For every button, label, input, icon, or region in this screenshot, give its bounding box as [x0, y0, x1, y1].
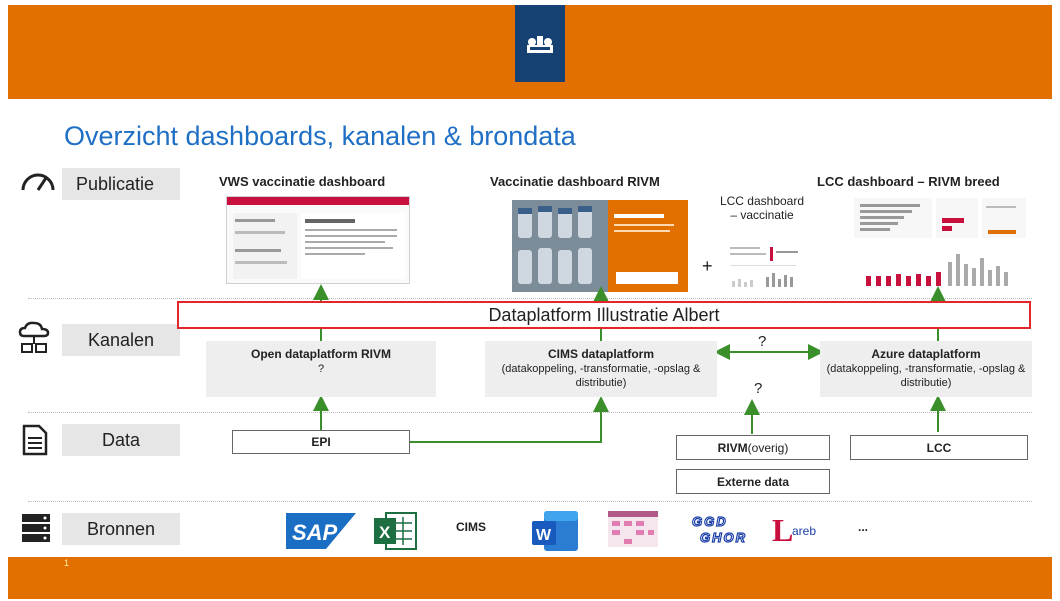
cloud-network-icon — [18, 320, 50, 361]
svg-text:L: L — [772, 512, 793, 547]
server-icon — [20, 512, 52, 553]
azure-dataplatform-box: Azure dataplatform (datakoppeling, -tran… — [820, 341, 1032, 397]
data-box-externe-data: Externe data — [676, 469, 830, 494]
row-label-kanalen: Kanalen — [62, 324, 180, 356]
excel-icon: X — [372, 511, 418, 556]
separator — [28, 501, 1032, 502]
dataplatform-frame: Dataplatform Illustratie Albert — [177, 301, 1031, 329]
row-label-bronnen: Bronnen — [62, 513, 180, 545]
separator — [28, 298, 1032, 299]
crest-icon — [527, 35, 553, 53]
data-box-epi: EPI — [232, 430, 410, 454]
rivm-dashboard-thumbnail — [512, 200, 688, 292]
sap-text: SAP — [292, 520, 338, 545]
spreadsheet-source-thumbnail — [608, 511, 658, 552]
dashboard-title-lcc-vaccinatie: LCC dashboard – vaccinatie — [719, 194, 805, 222]
word-icon: W — [530, 509, 580, 558]
rijksoverheid-logo — [515, 5, 565, 82]
azure-dataplatform-title: Azure dataplatform — [871, 347, 981, 361]
excel-text: X — [379, 523, 391, 542]
open-dataplatform-title: Open dataplatform RIVM — [250, 347, 391, 361]
azure-dataplatform-sub: (datakoppeling, -transformatie, -opslag … — [826, 363, 1026, 389]
dashboard-title-vws: VWS vaccinatie dashboard — [219, 174, 386, 189]
data-box-lcc: LCC — [850, 435, 1028, 460]
footer-bar — [8, 557, 1052, 599]
lcc-breed-thumbnail — [852, 196, 1028, 290]
data-box-rivm-overig: RIVM (overig) — [676, 435, 830, 460]
lareb-logo: L areb — [772, 511, 820, 552]
dashboard-title-rivm: Vaccinatie dashboard RIVM — [490, 174, 660, 189]
lcc-vaccinatie-thumbnail — [726, 243, 802, 289]
slide-title: Overzicht dashboards, kanalen & brondata — [64, 121, 576, 151]
svg-text:areb: areb — [792, 524, 816, 538]
question-mark: ? — [754, 380, 763, 397]
cims-dataplatform-title: CIMS dataplatform — [547, 347, 654, 361]
document-icon — [22, 424, 48, 463]
open-dataplatform-sub: ? — [317, 363, 325, 375]
ggd-ghor-logo: GGD GHOR — [690, 512, 764, 551]
cims-dataplatform-sub: (datakoppeling, -transformatie, -opslag … — [501, 363, 701, 389]
sap-logo: SAP — [286, 513, 356, 554]
row-label-publicatie: Publicatie — [62, 168, 180, 200]
plus-sign: + — [702, 256, 713, 276]
separator — [28, 412, 1032, 413]
cims-source-label: CIMS — [456, 520, 486, 534]
open-dataplatform-box: Open dataplatform RIVM ? — [206, 341, 436, 397]
word-text: W — [536, 527, 552, 544]
rivm-overig-label: (overig) — [747, 440, 789, 455]
rivm-label: RIVM — [717, 440, 748, 455]
cims-dataplatform-box: CIMS dataplatform (datakoppeling, -trans… — [485, 341, 717, 397]
ghor-text: GHOR — [700, 530, 747, 545]
more-sources: ... — [858, 520, 869, 534]
page-number: 1 — [64, 558, 70, 568]
dashboard-title-lcc-breed: LCC dashboard – RIVM breed — [817, 174, 1000, 189]
gauge-icon — [20, 168, 56, 199]
ggd-text: GGD — [692, 514, 728, 529]
row-label-data: Data — [62, 424, 180, 456]
question-mark: ? — [758, 333, 767, 350]
vws-dashboard-thumbnail — [226, 196, 410, 284]
